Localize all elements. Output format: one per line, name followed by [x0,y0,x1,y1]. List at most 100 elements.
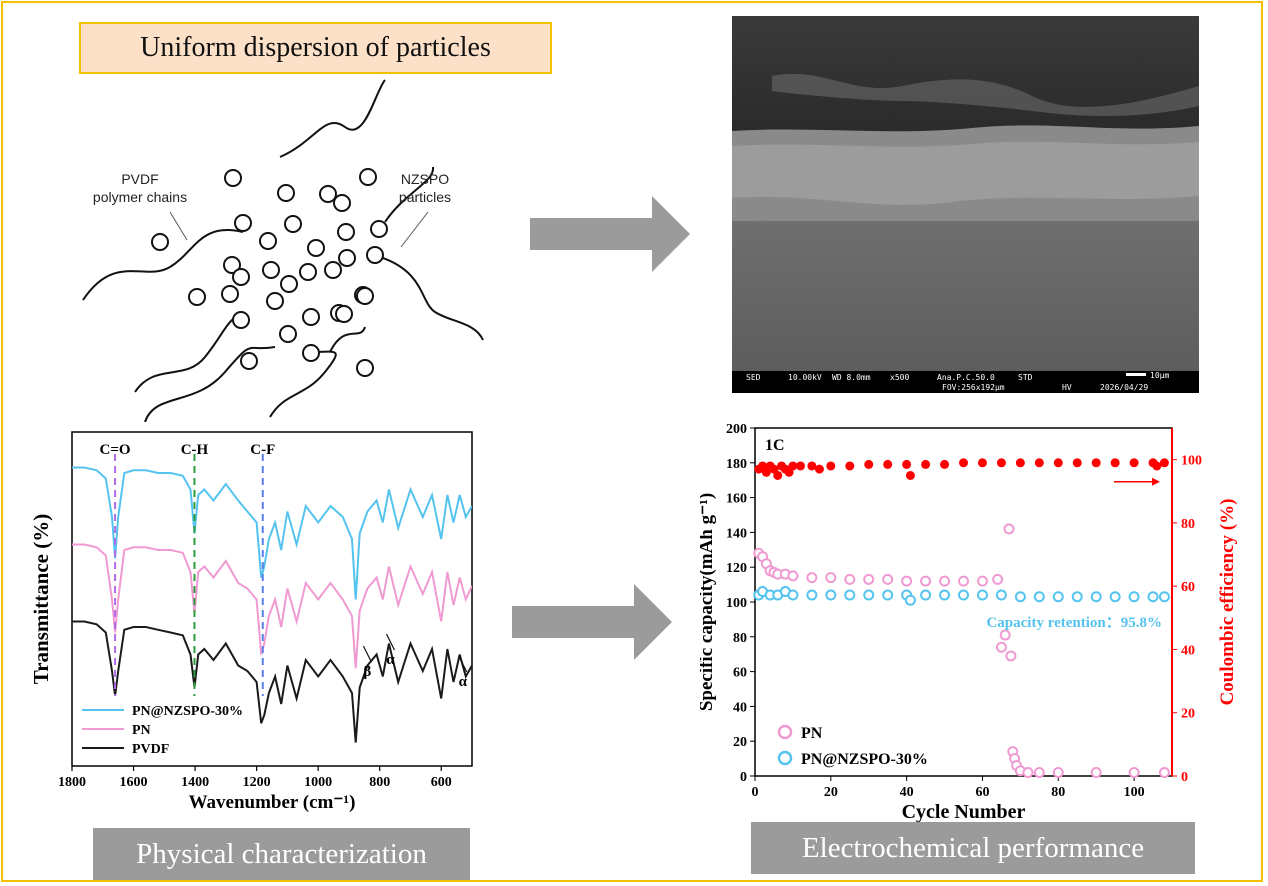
cyc-point [920,589,932,601]
cyc-y-tick-label: 140 [726,526,747,541]
cyc-point [882,573,894,585]
cyc-point-ce [902,459,912,469]
sem-scale-label: 10µm [1150,371,1170,380]
cyc-point [958,575,969,587]
particle [370,220,388,238]
cyc-point [976,575,988,587]
cyc-point [1090,591,1102,603]
cyc-point [904,594,916,606]
cyc-point [976,589,988,601]
cyc-y-label-right: Coulombic efficiency (%) [1217,499,1238,706]
cyc-point [844,589,856,601]
cyc-point [1033,591,1045,603]
cyc-point [958,589,969,601]
polymer-chain [379,256,484,341]
cyc-point [844,573,856,585]
cyc-y-tick-label: 0 [740,770,747,785]
cyc-x-tick-label: 100 [1124,785,1145,800]
cyc-point [1090,767,1102,779]
cyc-yr-tick-label: 40 [1181,643,1195,658]
cyc-point [1033,767,1045,779]
arrow-right-top [530,196,690,272]
caption-electrochemical: Electrochemical performance [751,822,1195,874]
ftir-x-label: Wavenumber (cm⁻¹) [189,792,356,813]
cyc-yr-tick-label: 60 [1181,580,1195,595]
cyc-point [806,572,818,584]
cyc-point [1147,591,1159,603]
cyc-point [1128,591,1140,603]
cyc-x-tick-label: 60 [975,785,989,800]
cyc-point-ce [1152,461,1162,471]
cyc-point-ce [1053,458,1063,468]
ftir-x-tick-label: 1200 [243,775,271,790]
particle [359,168,377,186]
polymer-chain [384,166,435,223]
cyc-point [1022,767,1034,779]
cyc-point-ce [1159,458,1169,468]
ftir-legend-label: PVDF [132,742,169,757]
particle [302,344,320,362]
sem-fov: FOV:256x192µm [942,383,1005,392]
cyc-point [1052,591,1064,603]
cyc-y-tick-label: 20 [733,735,747,750]
cyc-point [1158,591,1170,603]
cyc-x-tick-label: 20 [824,785,838,800]
cyc-point [1158,767,1170,779]
particle [234,214,252,232]
cyc-point-ce [773,470,783,480]
polymer-chain [279,79,386,158]
cyc-x-tick-label: 40 [900,785,914,800]
particle [151,233,169,251]
cyc-point-ce [996,458,1006,468]
ftir-phase-arrow [362,645,372,663]
cyc-x-tick-label: 80 [1051,785,1065,800]
particle [356,287,374,305]
cyc-axis-arrowhead [1152,477,1160,486]
cyc-point [992,573,1004,585]
cyc-point [920,575,932,587]
particle [240,352,258,370]
cyc-retention-label: Capacity retention：95.8% [986,615,1162,631]
cyc-point-ce [807,461,817,471]
cyc-point-ce [1072,458,1082,468]
ftir-x-tick-label: 800 [369,775,390,790]
cyc-point [1005,650,1017,662]
cyc-point [806,589,818,601]
particle [356,359,374,377]
ftir-x-tick-label: 600 [431,775,452,790]
cyc-y-tick-label: 100 [726,596,747,611]
cyc-y-tick-label: 180 [726,457,747,472]
cyc-rate-label: 1C [765,437,785,454]
nzspo-particles [151,168,388,377]
particle [221,285,239,303]
cyc-point [999,629,1011,641]
particle [333,194,351,212]
particle [232,268,250,286]
particle [259,232,277,250]
cyc-point [939,575,951,587]
cyc-point-ce [1015,458,1025,468]
cyc-yr-tick-label: 80 [1181,517,1195,532]
cyc-yr-tick-label: 100 [1181,454,1202,469]
ftir-series-line [72,620,472,743]
cyc-y-tick-label: 80 [733,631,747,646]
sem-date: 2026/04/29 [1100,383,1149,392]
particle [366,246,384,264]
cyc-point [825,572,837,584]
particle [262,261,280,279]
particle [223,256,241,274]
cyc-point-ce [905,470,915,480]
particle [232,311,250,329]
nzspo-label: particles [399,189,451,205]
particle [319,185,337,203]
ftir-x-tick-label: 1800 [58,775,86,790]
cyc-point [1014,591,1026,603]
ftir-peak-label: C-F [250,442,275,458]
pvdf-label: polymer chains [93,189,187,205]
polymer-chain [82,229,244,301]
cyc-point [863,589,875,601]
cyc-y-tick-label: 160 [726,492,747,507]
particle [337,223,355,241]
